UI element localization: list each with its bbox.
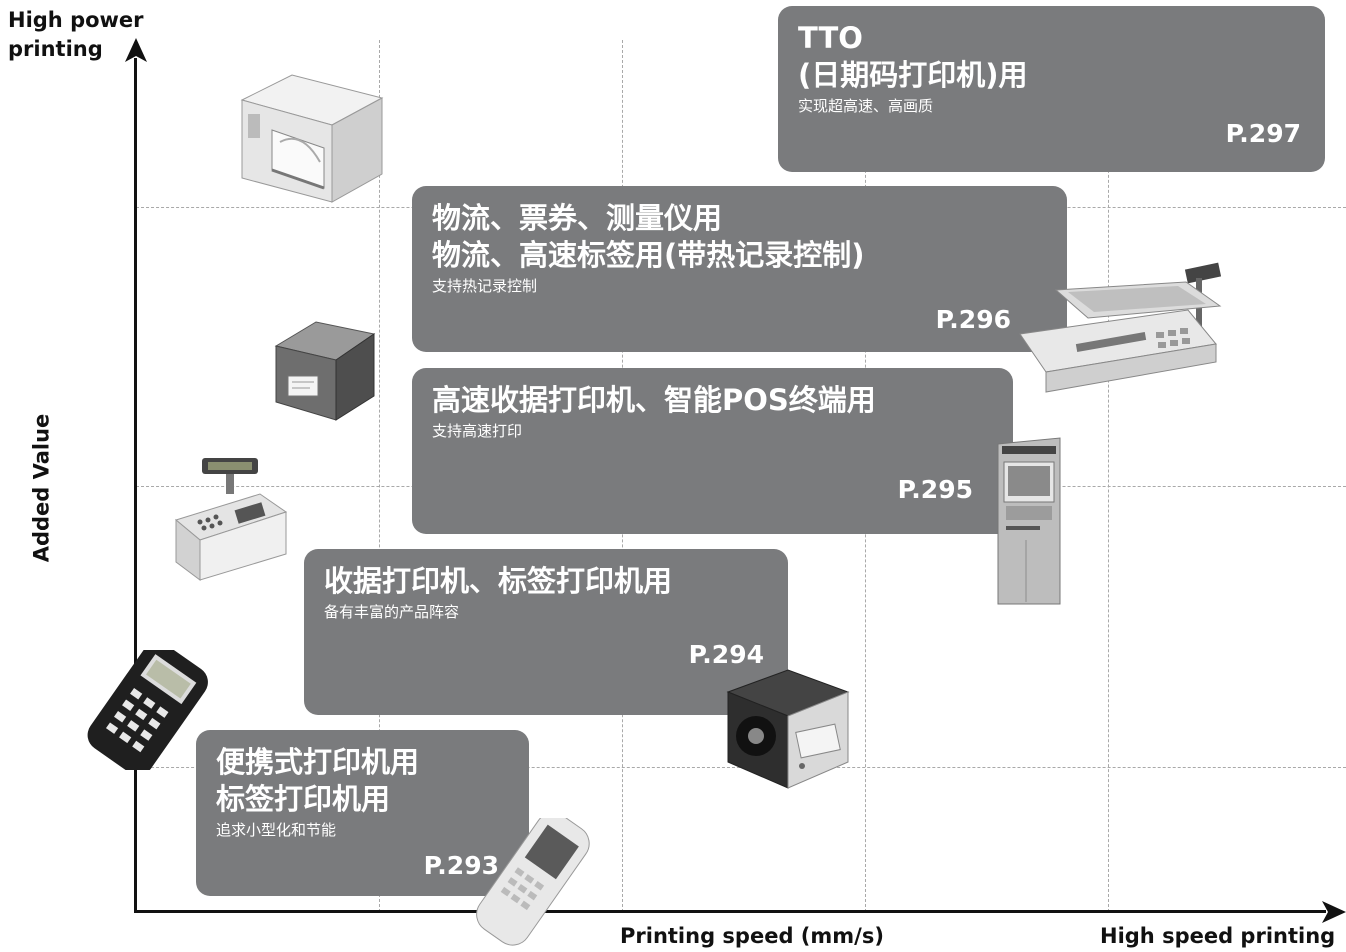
box-title: TTO (日期码打印机)用 [798, 21, 1028, 92]
y-axis [134, 58, 137, 912]
x-axis-arrow-icon [1322, 901, 1346, 923]
x-axis-right-label: High speed printing [1100, 924, 1336, 948]
industrial-printer-icon [240, 74, 384, 203]
category-box-portable[interactable]: 便携式打印机用 标签打印机用 追求小型化和节能 P.293 [196, 730, 529, 896]
box-title: 便携式打印机用 标签打印机用 [216, 745, 420, 816]
label-printer-icon [726, 669, 850, 789]
category-box-tto[interactable]: TTO (日期码打印机)用 实现超高速、高画质 P.297 [778, 6, 1325, 172]
category-box-high-speed-receipt[interactable]: 高速收据打印机、智能POS终端用 支持高速打印 P.295 [412, 368, 1013, 534]
box-subtitle: 支持高速打印 [432, 422, 523, 440]
pda-printer-icon [476, 818, 590, 946]
box-subtitle: 支持热记录控制 [432, 277, 538, 295]
cash-register-icon [174, 458, 288, 581]
y-axis-top-label: High power printing [8, 8, 144, 61]
box-page-ref[interactable]: P.293 [423, 851, 499, 880]
grid-line-vertical [379, 40, 380, 912]
box-page-ref[interactable]: P.296 [935, 305, 1011, 334]
box-page-ref[interactable]: P.294 [688, 640, 764, 669]
handheld-terminal-icon [87, 650, 208, 770]
box-subtitle: 备有丰富的产品阵容 [324, 603, 460, 621]
box-title: 物流、票券、测量仪用 物流、高速标签用(带热记录控制) [432, 201, 865, 272]
category-box-receipt-label[interactable]: 收据打印机、标签打印机用 备有丰富的产品阵容 P.294 [304, 549, 788, 715]
grid-line-vertical [1108, 40, 1109, 912]
box-page-ref[interactable]: P.297 [1225, 119, 1301, 148]
y-axis-label: Added Value [29, 413, 54, 563]
y-axis-arrow-icon [125, 38, 147, 62]
x-axis-label: Printing speed (mm/s) [620, 924, 884, 948]
box-subtitle: 追求小型化和节能 [216, 821, 337, 839]
box-title: 高速收据打印机、智能POS终端用 [432, 383, 876, 417]
box-subtitle: 实现超高速、高画质 [798, 97, 934, 115]
x-axis [134, 910, 1326, 913]
receipt-printer-icon [274, 321, 376, 421]
box-page-ref[interactable]: P.295 [897, 475, 973, 504]
weighing-scale-icon [1019, 262, 1222, 393]
box-title: 收据打印机、标签打印机用 [324, 564, 673, 598]
category-box-logistics[interactable]: 物流、票券、测量仪用 物流、高速标签用(带热记录控制) 支持热记录控制 P.29… [412, 186, 1067, 352]
kiosk-terminal-icon [997, 437, 1061, 605]
